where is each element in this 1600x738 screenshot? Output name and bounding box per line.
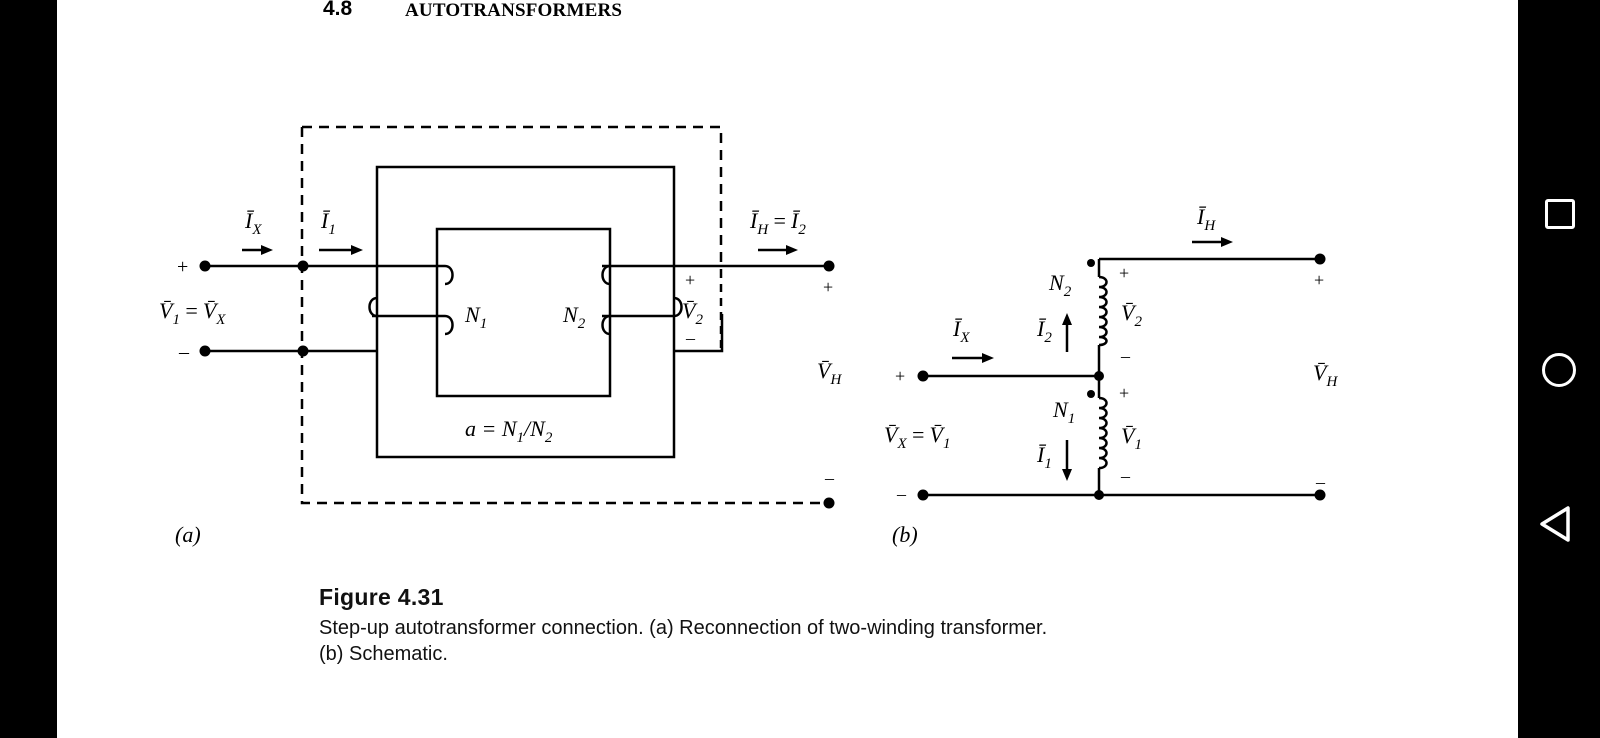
terminal-b-left-top xyxy=(917,370,929,382)
label-v1-minus-b: – xyxy=(1120,466,1131,486)
winding-n1-loop-bot xyxy=(444,314,454,336)
label-v2-plus-b: + xyxy=(1119,263,1129,283)
transformer-core-outer xyxy=(375,165,676,459)
document-page: 76 4.8 AUTOTRANSFORMERS xyxy=(57,0,1518,738)
label-ratio-a: a = N1/N2 xyxy=(465,416,553,446)
caption-line-2: (b) Schematic. xyxy=(319,643,448,665)
section-title: AUTOTRANSFORMERS xyxy=(405,0,623,21)
label-v2-b: V̄2 xyxy=(1121,300,1142,330)
figure-b xyxy=(923,240,1320,497)
page-number: 76 xyxy=(57,0,84,21)
terminal-b-right-bot xyxy=(1314,489,1326,501)
label-v2-minus-a: – xyxy=(685,328,696,348)
label-i2-b: Ī2 xyxy=(1036,316,1052,346)
terminal-b-left-bot xyxy=(917,489,929,501)
label-v2-plus-a: + xyxy=(685,270,695,290)
section-number: 4.8 xyxy=(323,0,353,20)
node-b-mid xyxy=(1094,371,1104,381)
coil-n2 xyxy=(1098,275,1108,347)
label-ix-b: ĪX xyxy=(952,316,970,346)
label-i1-b: Ī1 xyxy=(1036,442,1052,472)
label-vh-minus-b: – xyxy=(1315,472,1326,492)
recent-apps-icon[interactable] xyxy=(1545,199,1575,229)
label-vh-minus-a: – xyxy=(824,468,835,488)
label-n2-a: N2 xyxy=(562,302,586,332)
figure-a xyxy=(205,125,829,505)
terminal-a-bot-right xyxy=(823,497,835,509)
node-b-bot xyxy=(1094,490,1104,500)
figure-diagram: ĪX Ī1 ĪH=Ī2 + – V̄1=V̄X N1 N2 a = N1/N2 … xyxy=(159,125,1338,547)
system-nav-bar xyxy=(1518,0,1600,738)
caption-title: Figure 4.31 xyxy=(319,584,444,610)
winding-n1-loop-top xyxy=(444,264,454,286)
label-n1-b: N1 xyxy=(1052,397,1075,427)
label-plus-b-left: + xyxy=(895,366,905,386)
polarity-dot-n2 xyxy=(1087,259,1095,267)
figure-a-label: (a) xyxy=(175,522,201,547)
polarity-dot-n1 xyxy=(1087,390,1095,398)
winding-n2-loop-bot xyxy=(601,314,611,336)
figure-b-label: (b) xyxy=(892,522,918,547)
home-icon[interactable] xyxy=(1542,353,1576,387)
label-n2-b: N2 xyxy=(1048,270,1072,300)
label-v1-plus-b: + xyxy=(1119,383,1129,403)
label-plus-a-left: + xyxy=(177,256,188,278)
label-vh-b: V̄H xyxy=(1313,360,1338,390)
label-vh-plus-a: + xyxy=(823,277,833,297)
label-vh-a: V̄H xyxy=(817,358,842,388)
label-minus-a-left: – xyxy=(178,341,190,363)
figure-a-arrowheads xyxy=(199,245,835,509)
dashed-enclosure xyxy=(300,125,827,505)
label-v2-minus-b: – xyxy=(1120,346,1131,366)
label-v2-a: V̄2 xyxy=(682,298,703,328)
terminal-a-bot-left xyxy=(199,345,211,357)
label-vh-plus-b: + xyxy=(1314,270,1324,290)
terminal-a-top-left xyxy=(199,260,211,272)
wire-secondary-return xyxy=(674,314,724,353)
winding-n1-loop-left xyxy=(368,296,378,318)
label-vx-v1-b: V̄X=V̄1 xyxy=(884,422,950,452)
figure-b-marks xyxy=(917,237,1326,501)
label-ih-a: ĪH=Ī2 xyxy=(749,208,806,238)
transformer-core-window xyxy=(435,227,612,398)
label-n1-a: N1 xyxy=(464,302,487,332)
label-ih-b: ĪH xyxy=(1196,204,1216,234)
terminal-b-right-top xyxy=(1314,253,1326,265)
back-icon[interactable] xyxy=(1538,504,1574,544)
winding-n2-loop-right xyxy=(673,296,683,318)
figure-caption: Figure 4.31 Step-up autotransformer conn… xyxy=(319,584,1047,667)
label-v1-b: V̄1 xyxy=(1121,423,1142,453)
node-a-top xyxy=(297,260,309,272)
node-a-bot xyxy=(297,345,309,357)
winding-n2-loop-top xyxy=(601,264,611,286)
label-ix-a: ĪX xyxy=(244,208,262,238)
caption-line-1: Step-up autotransformer connection. (a) … xyxy=(319,617,1048,639)
label-minus-b-left: – xyxy=(896,484,907,504)
label-v1-vx-a: V̄1=V̄X xyxy=(159,298,226,328)
label-i1-a: Ī1 xyxy=(320,208,336,238)
terminal-a-top-right xyxy=(823,260,835,272)
coil-n1 xyxy=(1098,396,1108,470)
